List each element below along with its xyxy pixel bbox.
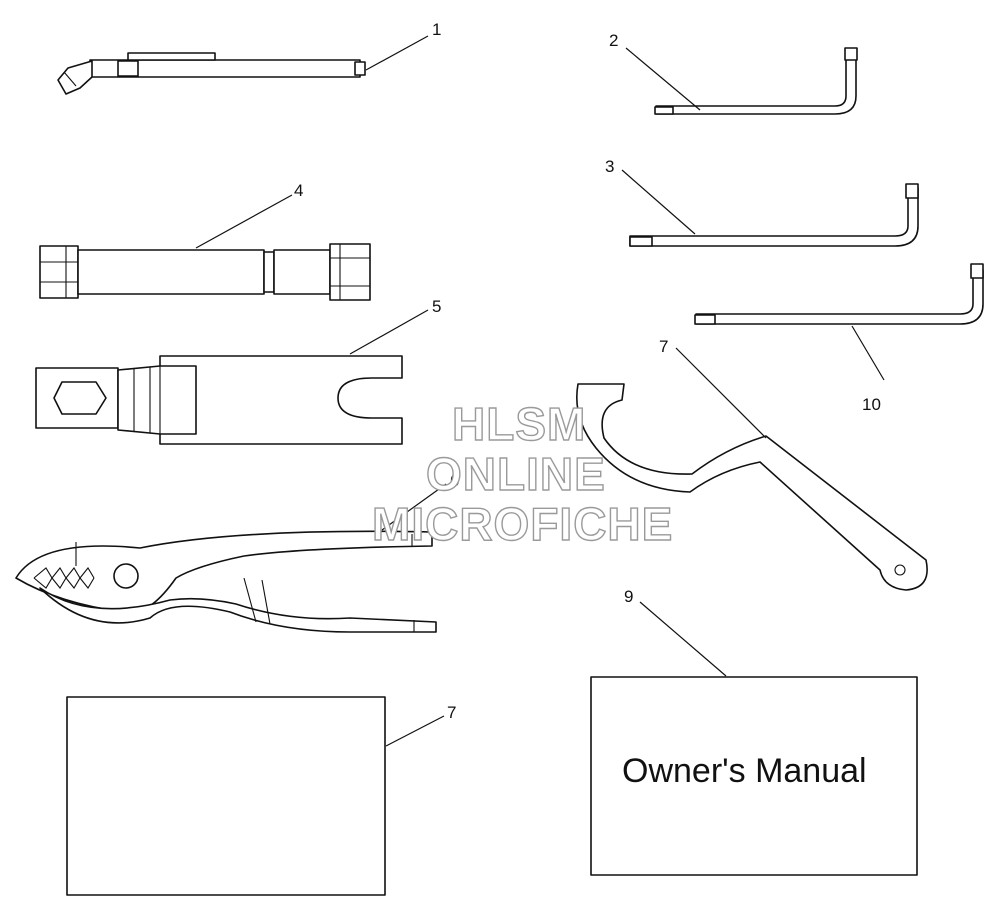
callout-2: 2: [609, 31, 701, 111]
hex-key-medium-part: [629, 183, 919, 247]
callout-4: 4: [195, 181, 303, 249]
callout-number-9: 9: [624, 587, 633, 606]
callout-number-2: 2: [609, 31, 618, 50]
watermark: HLSM ONLINE MICROFICHE: [371, 397, 673, 550]
callout-number-5: 5: [432, 297, 441, 316]
handle-wrench-part: [35, 355, 403, 445]
owners-manual-part: Owner's Manual: [590, 676, 918, 876]
callout-number-3: 3: [605, 157, 614, 176]
watermark-line-2: ONLINE: [426, 448, 606, 500]
callout-number-7: 7: [447, 703, 456, 722]
spark-plug-socket-part: [39, 243, 371, 301]
callout-10: 10: [851, 325, 885, 414]
tire-gauge-part: [57, 52, 366, 95]
hex-key-small-part: [654, 47, 858, 115]
callout-number-1: 1: [432, 20, 441, 39]
callout-1: 1: [365, 20, 441, 71]
callout-8: 7: [659, 337, 767, 439]
callout-number-6: 6: [450, 471, 459, 490]
callout-number-8: 7: [659, 337, 668, 356]
watermark-line-1: HLSM: [452, 398, 586, 450]
callout-7: 7: [385, 703, 456, 747]
spanner-wrench-part: [576, 383, 928, 591]
callout-6: 6: [381, 471, 459, 531]
watermark-line-3: MICROFICHE: [372, 498, 673, 550]
callout-9: 9: [624, 587, 727, 677]
blank-card-part: [66, 696, 386, 896]
owners-manual-label: Owner's Manual: [622, 752, 867, 790]
callout-3: 3: [605, 157, 696, 235]
hex-key-long-part: [694, 263, 984, 325]
pliers-part: [15, 530, 437, 633]
callout-number-4: 4: [294, 181, 303, 200]
callout-number-10: 10: [862, 395, 881, 414]
callout-5: 5: [349, 297, 441, 355]
